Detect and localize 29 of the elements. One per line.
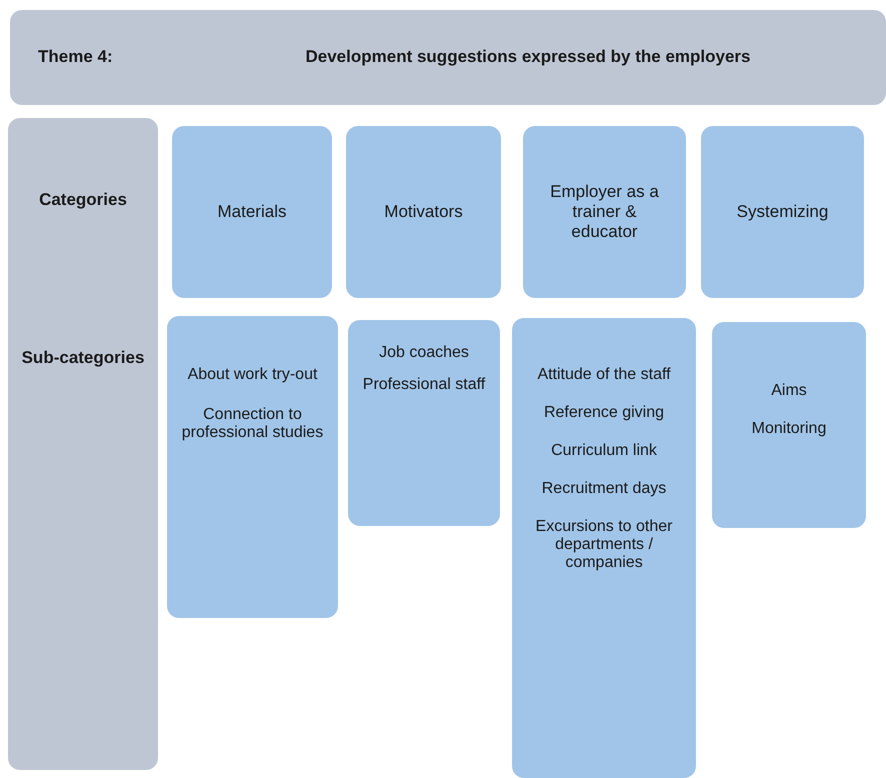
subcategory-label: Reference giving: [544, 404, 664, 422]
subcategory-box: [348, 320, 500, 526]
category-label: Employer as a trainer & educator: [549, 182, 660, 242]
side-band: [8, 118, 158, 770]
category-label: Motivators: [384, 202, 463, 222]
row-heading: Sub-categories: [20, 348, 146, 368]
category-label: Systemizing: [736, 202, 828, 222]
subcategory-box: [512, 318, 696, 778]
subcategory-label: Attitude of the staff: [537, 366, 671, 384]
subcategory-label: Job coaches: [379, 344, 469, 362]
subcategory-label: Professional staff: [362, 376, 486, 394]
category-box: [172, 126, 332, 298]
subcategory-label: Aims: [771, 382, 807, 400]
subcategory-label: Monitoring: [752, 420, 826, 438]
category-label: Materials: [218, 202, 286, 222]
header-band: [10, 10, 886, 105]
category-box: [523, 126, 686, 298]
subcategory-label: About work try-out: [188, 366, 318, 384]
subcategory-label: Recruitment days: [542, 480, 666, 498]
theme-label: Theme 4:: [38, 47, 113, 67]
theme-title: Development suggestions expressed by the employers: [304, 47, 752, 67]
subcategory-box: [712, 322, 866, 528]
row-heading: Categories: [38, 190, 128, 210]
category-box: [701, 126, 864, 298]
category-box: [346, 126, 501, 298]
subcategory-label: Excursions to other departments / companies: [534, 518, 674, 572]
subcategory-label: Curriculum link: [551, 442, 657, 460]
subcategory-label: Connection to professional studies: [181, 406, 324, 442]
subcategory-box: [167, 316, 338, 618]
